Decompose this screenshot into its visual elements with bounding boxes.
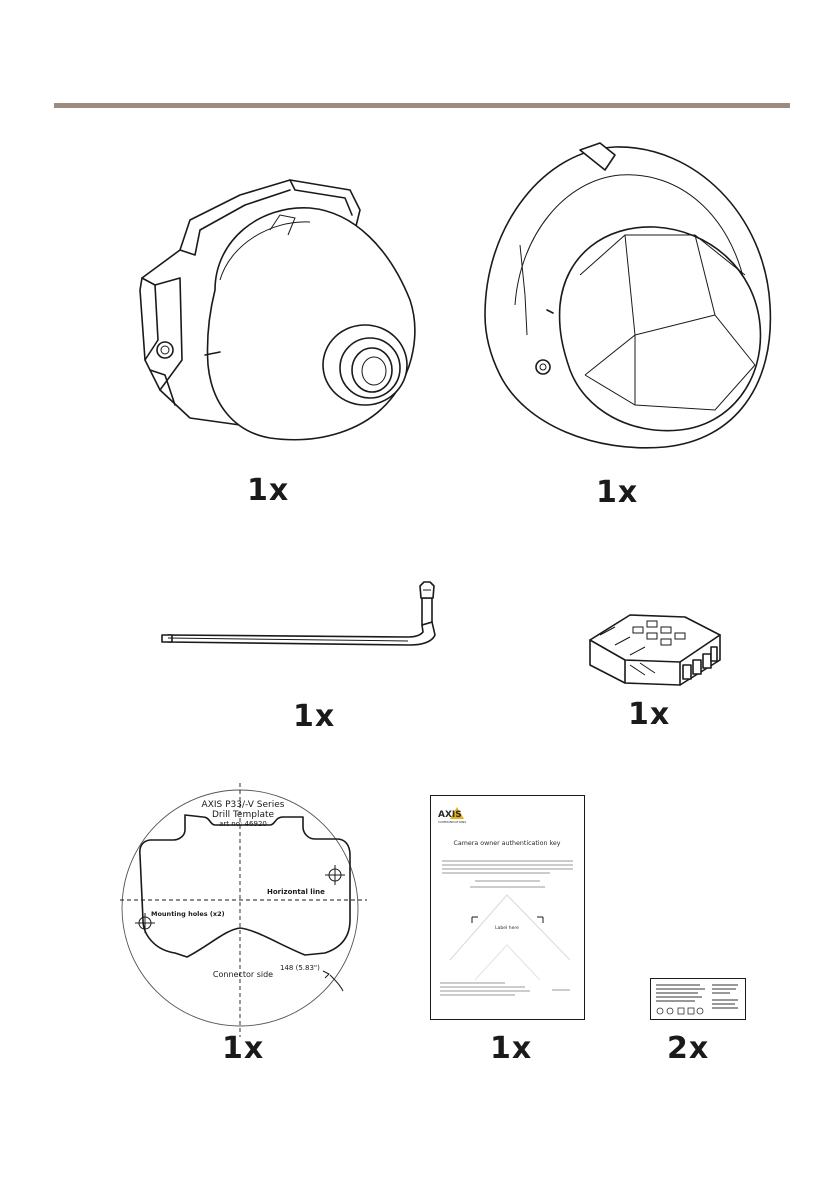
serial-labels: [650, 978, 746, 1020]
terminal-block-icon: [585, 605, 725, 690]
template-mounting-label: Mounting holes (x2): [151, 910, 225, 918]
camera-unit-icon: [120, 160, 430, 450]
dome-cover-quantity: 1x: [596, 478, 638, 508]
card-title: Camera owner authentication key: [454, 840, 561, 847]
dome-cover: [465, 135, 785, 455]
terminal-block: [585, 605, 725, 690]
auth-key-card: AXIS COMMUNICATIONS Camera owner authent…: [430, 795, 585, 1020]
torx-key-icon: [160, 580, 450, 670]
header-rule: [54, 103, 790, 108]
dome-cover-icon: [465, 135, 785, 455]
auth-key-card-quantity: 1x: [490, 1034, 532, 1064]
template-title: AXIS P33/-V Series: [202, 800, 285, 810]
drill-template-quantity: 1x: [222, 1034, 264, 1064]
drill-template: AXIS P33/-V Series Drill Template art no…: [115, 775, 375, 1040]
template-art-no: art no: 46920: [219, 820, 267, 828]
card-brand-sub: COMMUNICATIONS: [438, 820, 466, 824]
camera-unit-quantity: 1x: [247, 476, 289, 506]
serial-labels-quantity: 2x: [667, 1034, 709, 1064]
card-brand: AXIS: [438, 810, 462, 820]
template-subtitle: Drill Template: [212, 810, 275, 820]
serial-label-icon: [650, 978, 746, 1020]
template-dimension-label: 148 (5.83"): [280, 964, 320, 972]
torx-key-quantity: 1x: [293, 702, 335, 732]
camera-unit: [120, 160, 430, 450]
template-connector-label: Connector side: [213, 970, 273, 979]
template-horizontal-label: Horizontal line: [267, 888, 325, 896]
drill-template-drawing: AXIS P33/-V Series Drill Template art no…: [115, 775, 375, 1040]
auth-key-card-drawing: AXIS COMMUNICATIONS Camera owner authent…: [430, 795, 585, 1020]
card-label-area: Label here: [495, 925, 519, 931]
torx-key: [160, 580, 450, 670]
terminal-block-quantity: 1x: [628, 700, 670, 730]
